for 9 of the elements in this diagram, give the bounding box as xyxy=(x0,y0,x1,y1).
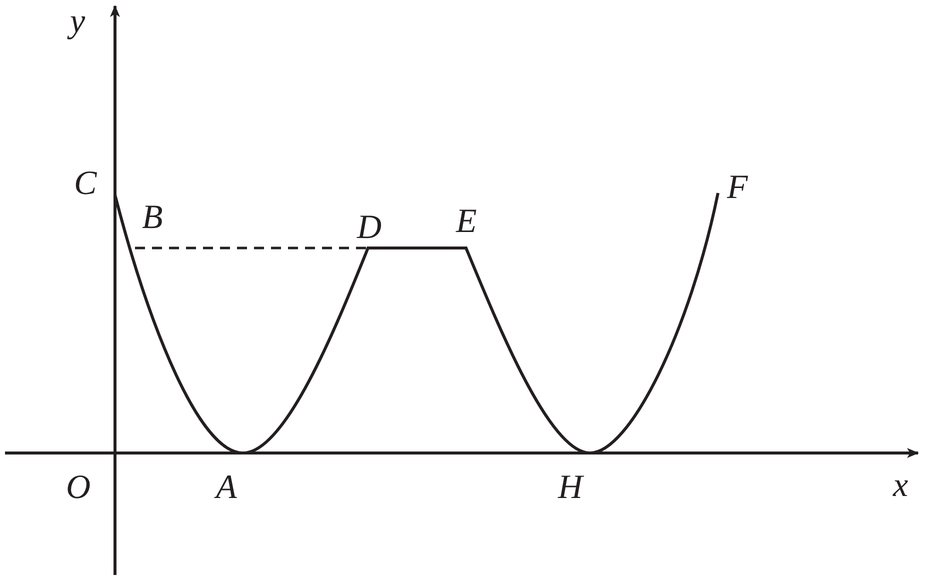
point-label: x xyxy=(893,466,908,506)
point-label: D xyxy=(357,208,382,248)
point-label: A xyxy=(216,468,237,508)
point-label: E xyxy=(456,202,477,242)
point-label: O xyxy=(66,468,91,508)
point-label: C xyxy=(74,164,97,204)
point-label: H xyxy=(558,468,583,508)
point-label: F xyxy=(727,168,748,208)
point-label: B xyxy=(142,198,163,238)
